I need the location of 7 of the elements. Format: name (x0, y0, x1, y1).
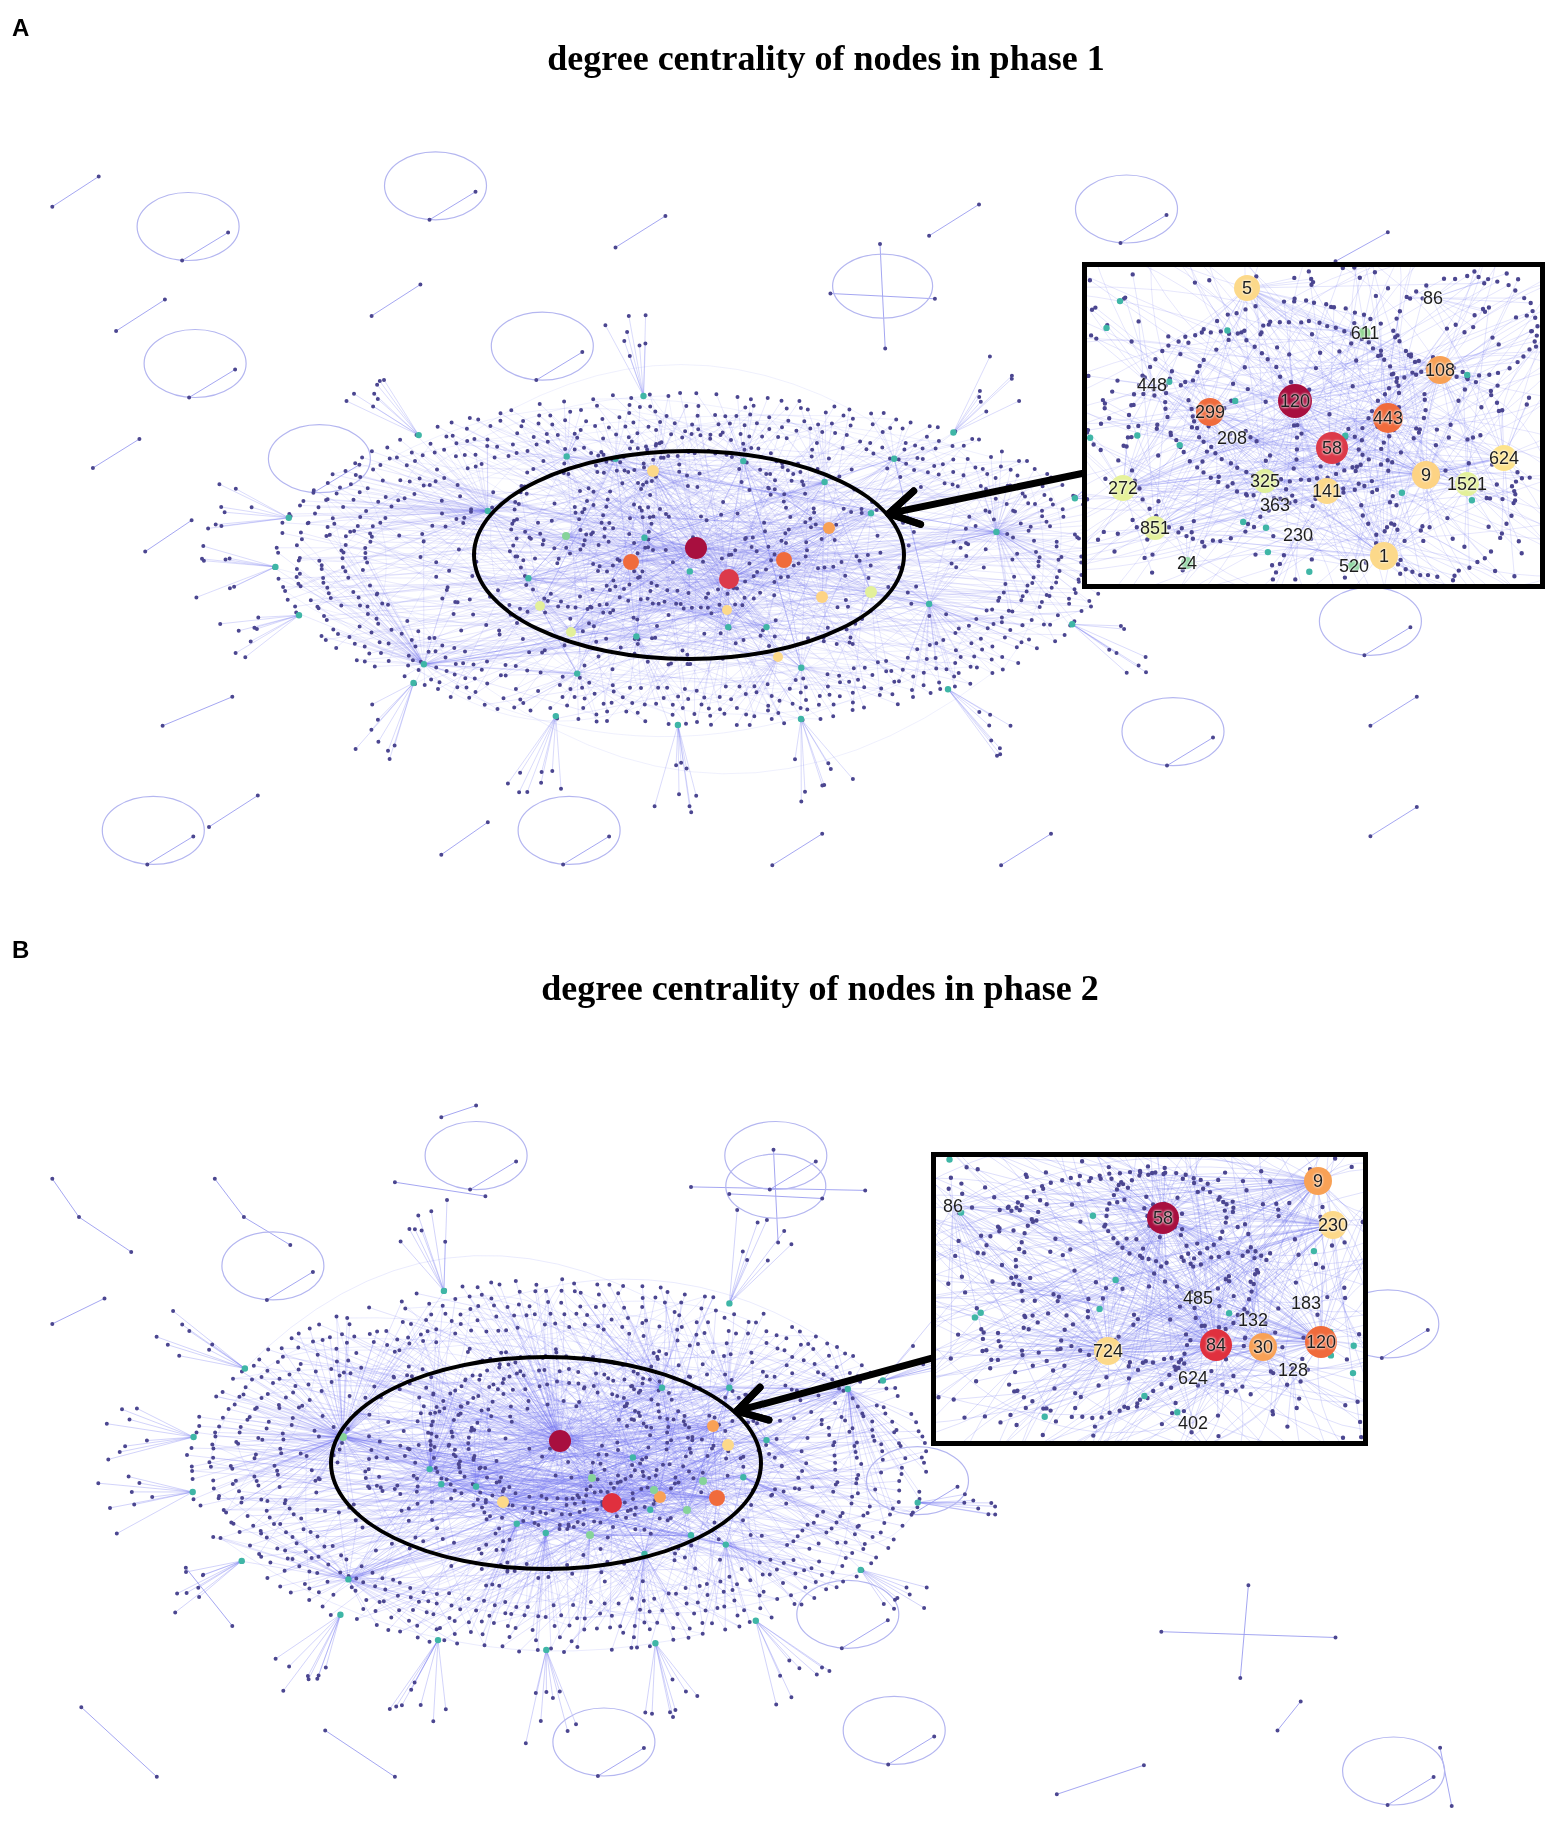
network-node: 1521 (1447, 472, 1487, 496)
panel-letter: A (12, 14, 30, 42)
panel-letter: B (12, 936, 30, 964)
panel-title: degree centrality of nodes in phase 2 (541, 968, 1099, 1008)
panel-title: degree centrality of nodes in phase 1 (547, 38, 1105, 78)
node-label: 86 (1423, 287, 1443, 309)
network-node: 624 (1489, 445, 1519, 471)
